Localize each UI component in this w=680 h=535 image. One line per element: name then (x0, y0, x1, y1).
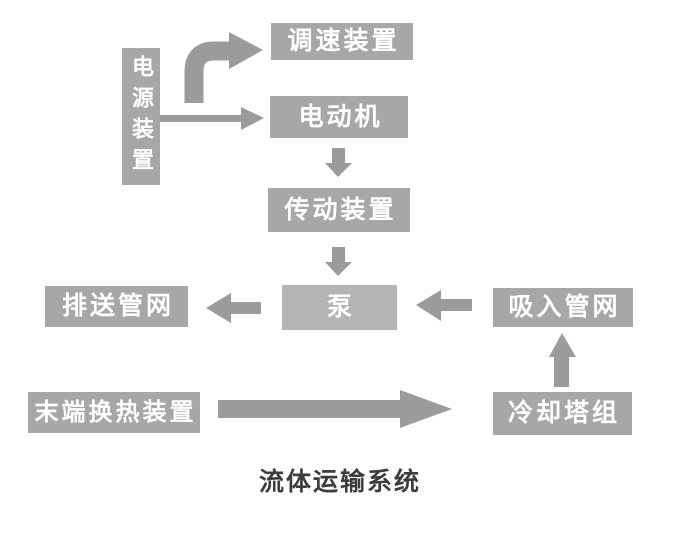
node-power-supply: 电源装置 (122, 48, 160, 185)
arrow-transmission-to-pump (325, 247, 352, 276)
arrow-suction-to-pump (416, 290, 472, 321)
node-transmission: 传动装置 (268, 188, 410, 232)
node-speed-control: 调速装置 (271, 23, 413, 60)
node-discharge-network: 排送管网 (45, 286, 188, 327)
node-suction-network: 吸入管网 (493, 288, 633, 327)
node-motor: 电动机 (270, 96, 408, 138)
arrow-pump-to-discharge (206, 293, 261, 323)
arrow-power-to-motor (160, 107, 264, 130)
diagram-title: 流体运输系统 (258, 469, 421, 496)
arrow-cooling-to-suction (549, 333, 576, 387)
arrow-heat-to-cooling (218, 390, 452, 428)
arrow-power-to-speed-control (184, 32, 263, 103)
arrow-motor-to-transmission (325, 148, 352, 177)
node-pump: 泵 (282, 285, 397, 330)
node-terminal-heat-exchanger: 末端换热装置 (28, 392, 200, 433)
node-cooling-tower: 冷却塔组 (493, 392, 632, 435)
